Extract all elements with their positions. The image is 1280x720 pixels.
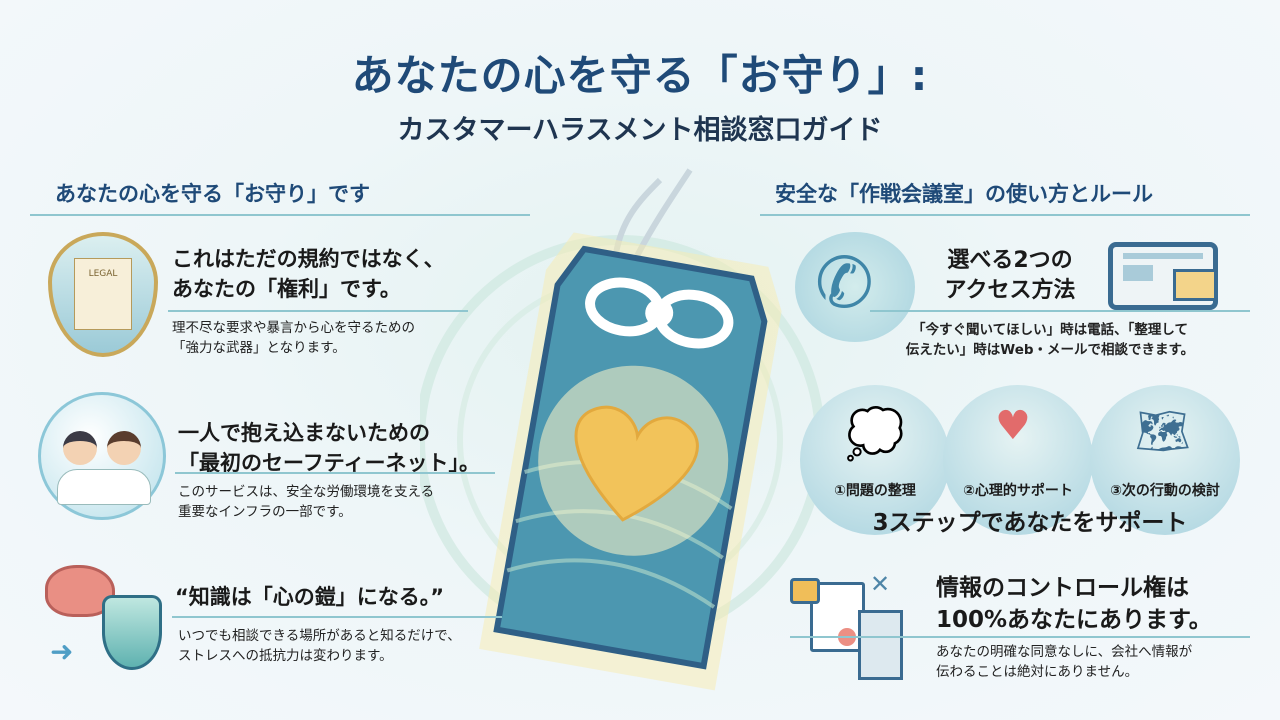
item-body: いつでも相談できる場所があると知るだけで、ストレスへの抵抗力は変わります。 [178,628,461,664]
access-title: 選べる2つのアクセス方法 [944,248,1076,303]
divider [168,310,468,312]
phone-icon: ✆ [795,232,915,342]
divider [172,616,502,618]
divider [760,214,1250,216]
counselors-icon [38,392,166,520]
map-icon: 🗺 [1135,406,1191,457]
item-title: 一人で抱え込まないための「最初のセーフティーネット」。 [178,421,480,475]
divider [790,636,1250,638]
access-body: 「今すぐ聞いてほしい」時は電話、「整理して伝えたい」時はWeb・メールで相談でき… [905,322,1195,358]
tablet-mail-icon [1108,242,1218,310]
step-label: ③次の行動の検討 [1110,483,1220,499]
step-3: 🗺 ③次の行動の検討 [1090,385,1240,535]
step-2: ♥ ②心理的サポート [943,385,1093,535]
item-title: “知識は「心の鎧」になる。” [175,585,445,609]
privacy-lock-document-building-icon: ✕ [790,560,915,685]
item-body: 理不尽な要求や暴言から心を守るための「強力な武器」となります。 [172,320,415,356]
legal-label: LEGAL [74,258,132,330]
privacy-body: あなたの明確な同意なしに、会社へ情報が伝わることは絶対にありません。 [936,644,1193,680]
right-section-heading: 安全な「作戦会議室」の使い方とルール [775,182,1153,206]
main-title: あなたの心を守る「お守り」: [351,51,929,100]
left-section-heading: あなたの心を守る「お守り」です [55,182,370,206]
steps-caption: 3ステップであなたをサポート [872,510,1188,536]
subtitle: カスタマーハラスメント相談窓口ガイド [397,115,883,146]
heart-icon [574,405,699,522]
divider [870,310,1250,312]
step-1: 💭 ①問題の整理 [800,385,950,535]
item-body: このサービスは、安全な労働環境を支える重要なインフラの一部です。 [178,484,435,520]
divider [175,472,495,474]
brain-shield-icon: ➜ [40,565,170,680]
knot-icon [585,277,734,349]
step-label: ①問題の整理 [834,483,916,499]
divider [30,214,530,216]
thought-bubble-icon: 💭 [845,406,905,462]
heart-hand-icon: ♥ [995,403,1031,449]
item-title: これはただの規約ではなく、あなたの「権利」です。 [172,247,445,301]
legal-shield-icon: LEGAL [48,232,158,357]
omamori-illustration [420,168,825,691]
step-label: ②心理的サポート [963,483,1073,499]
